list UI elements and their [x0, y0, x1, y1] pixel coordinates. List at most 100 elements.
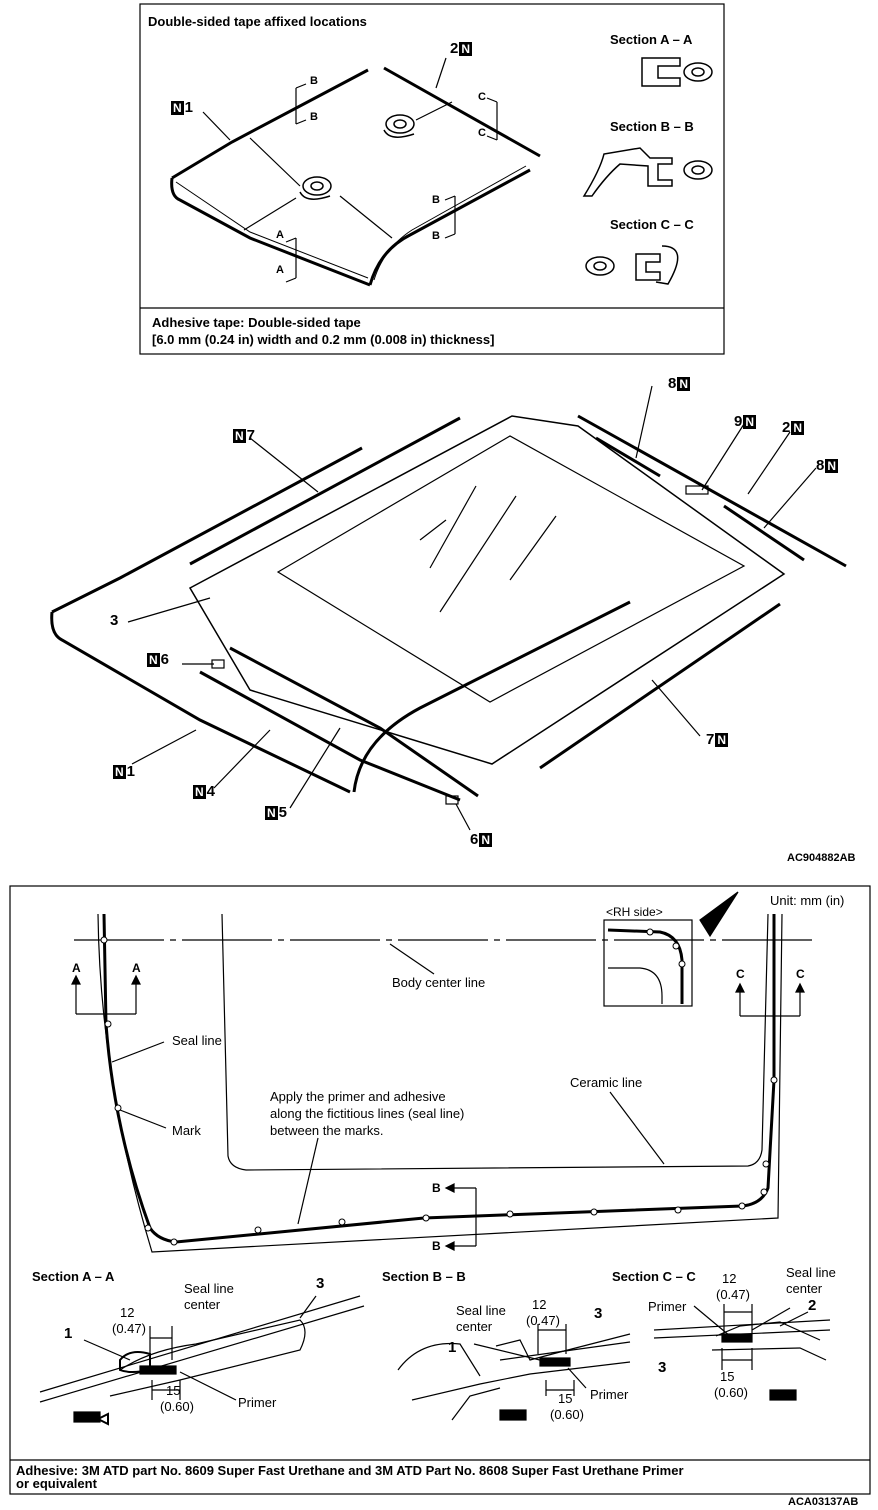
top-section-cc-label: Section C – C: [610, 217, 694, 232]
clip-6-bottom: [445, 795, 459, 805]
bottom-section-bb-label: Section B – B: [382, 1269, 466, 1284]
leader-m8a: [635, 385, 653, 459]
bottom-marker-c-2: C: [796, 967, 805, 981]
section-cc-sketch: [585, 245, 679, 285]
rh-side-pointer: [699, 891, 739, 938]
bb-primer: Primer: [590, 1387, 629, 1402]
top-section-bb-label: Section B – B: [610, 119, 694, 134]
top-frame: [139, 3, 725, 355]
windshield-glass: [188, 415, 786, 765]
leader-mark: [119, 1109, 167, 1129]
top-marker-c-2: C: [478, 127, 486, 139]
leader-m2: [747, 431, 791, 495]
ceramic-line: [221, 913, 769, 1171]
cc-dim-12: 12: [722, 1271, 737, 1286]
top-section-aa-label: Section A – A: [610, 32, 693, 47]
instruction-line-2: along the fictitious lines (seal line): [270, 1106, 465, 1121]
bottom-frame: [9, 885, 871, 1495]
bottom-marker-b-1: B: [432, 1181, 441, 1195]
unit-label: Unit: mm (in): [770, 893, 845, 908]
bottom-section-cc-label: Section C – C: [612, 1269, 696, 1284]
rh-side-label: <RH side>: [606, 905, 663, 919]
ceramic-line-label: Ceramic line: [570, 1075, 643, 1090]
aa-dim-12-in: (0.47): [112, 1321, 146, 1336]
mark-label: Mark: [172, 1123, 201, 1138]
bb-seal-line-center-2: center: [456, 1319, 493, 1334]
bb-dim-12: 12: [532, 1297, 547, 1312]
rh-ceramic-curve: [608, 967, 663, 1004]
top-marker-a-1: A: [276, 229, 284, 241]
seal-marks: [100, 936, 778, 1246]
aa-part-3: 3: [316, 1275, 325, 1292]
aa-dim-15: 15: [166, 1383, 181, 1398]
leader-seal-line: [111, 1041, 165, 1063]
top-marker-a-2: A: [276, 264, 284, 276]
leader-m4: [213, 729, 271, 789]
leader-m6b: [455, 803, 471, 831]
aa-part-1: 1: [64, 1325, 73, 1342]
rh-seal-curve: [607, 928, 684, 1004]
bottom-marker-b-2: B: [432, 1239, 441, 1253]
bottom-marker-a: [71, 974, 141, 1015]
bb-dim-12-in: (0.47): [526, 1313, 560, 1328]
leader-tape-1: [249, 137, 301, 187]
bottom-figure-code: ACA03137AB: [788, 1496, 859, 1508]
molding-strips: [50, 414, 847, 802]
leader-m8b: [763, 467, 817, 529]
part-3-callout: 3: [110, 612, 119, 629]
bottom-marker-a-2: A: [132, 961, 141, 975]
bottom-section-cc-sketch: [653, 1304, 831, 1401]
bb-seal-line-center-1: Seal line: [456, 1303, 506, 1318]
rh-marks: [646, 928, 686, 968]
section-marker-b-right: [444, 195, 456, 239]
cc-part-3: 3: [658, 1359, 667, 1376]
aa-dim-12: 12: [120, 1305, 135, 1320]
bottom-section-aa-sketch: [39, 1295, 365, 1426]
top-windshield-tape: [170, 66, 541, 287]
bottom-section-aa-label: Section A – A: [32, 1269, 115, 1284]
leader-m1: [131, 729, 197, 765]
cc-dim-12-in: (0.47): [716, 1287, 750, 1302]
aa-dim-15-in: (0.60): [160, 1399, 194, 1414]
tape-spec-line-1: Adhesive tape: Double-sided tape: [152, 315, 361, 330]
top-windshield-tape-inner: [175, 165, 527, 281]
leader-m5: [289, 727, 341, 809]
tape-spec-line-2: [6.0 mm (0.24 in) width and 0.2 mm (0.00…: [152, 332, 495, 347]
leader-tape-3: [339, 195, 393, 239]
cc-dim-15-in: (0.60): [714, 1385, 748, 1400]
leader-ceramic: [609, 1091, 665, 1165]
adhesive-spec-line-2: or equivalent: [16, 1476, 97, 1491]
bottom-marker-a-1: A: [72, 961, 81, 975]
cc-seal-line-center-2: center: [786, 1281, 823, 1296]
bb-dim-15: 15: [558, 1391, 573, 1406]
leader-tape-4: [415, 101, 453, 121]
leader-m7b: [651, 679, 701, 737]
body-center-line-label: Body center line: [392, 975, 486, 990]
section-bb-sketch: [582, 147, 713, 197]
leader-m7a: [249, 437, 319, 493]
top-marker-b-1: B: [310, 75, 318, 87]
bb-part-3: 3: [594, 1305, 603, 1322]
rh-side-inset: [603, 919, 693, 1007]
instruction-line-1: Apply the primer and adhesive: [270, 1089, 446, 1104]
top-marker-b-2: B: [310, 111, 318, 123]
bottom-marker-c-1: C: [736, 967, 745, 981]
bb-dim-15-in: (0.60): [550, 1407, 584, 1422]
leader-tape-2: [243, 197, 297, 231]
cc-part-2: 2: [808, 1297, 817, 1314]
aa-seal-line-center-2: center: [184, 1297, 221, 1312]
top-marker-b-4: B: [432, 230, 440, 242]
section-marker-b-top: [295, 83, 307, 125]
seal-line: [102, 913, 776, 1244]
section-aa-sketch: [641, 57, 713, 87]
